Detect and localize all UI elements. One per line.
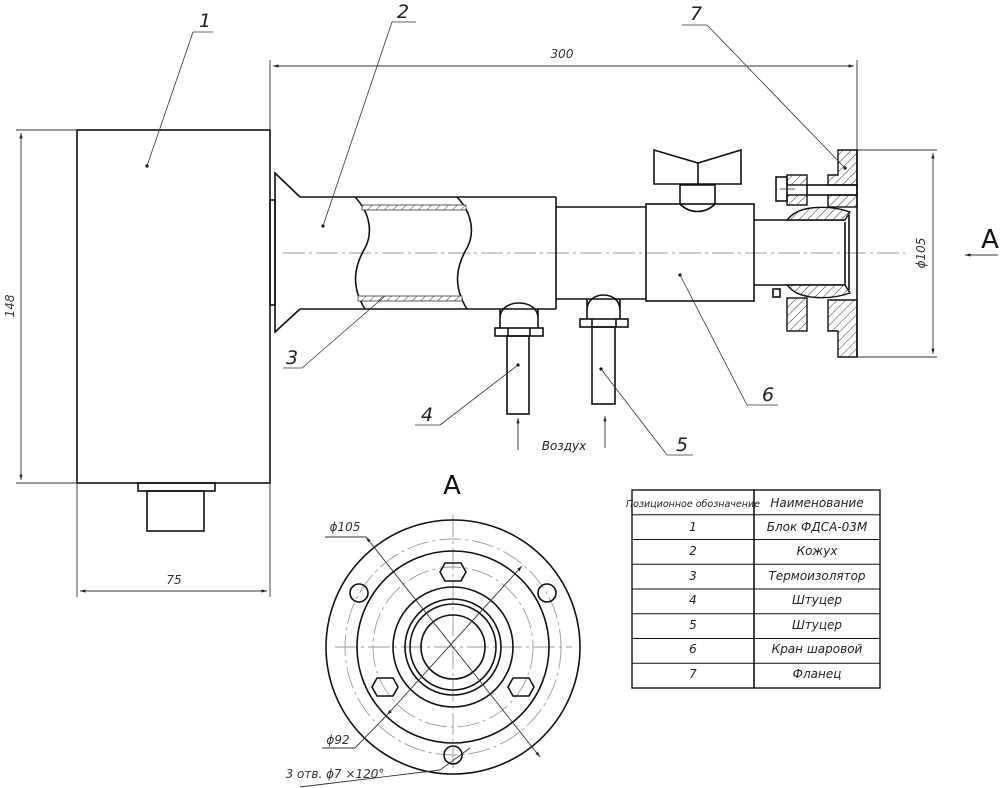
table-cell-pos: 7	[689, 667, 697, 681]
dimension-height-label: 148	[3, 294, 17, 317]
outlet-pipe	[754, 215, 850, 290]
view-a-dim-92: ϕ92	[326, 733, 349, 747]
view-marker-label: A	[981, 225, 999, 255]
table-cell-name: Фланец	[793, 667, 842, 681]
dimension-flange-diameter: ϕ105	[857, 149, 937, 358]
dimension-flange-diameter-label: ϕ105	[914, 238, 928, 269]
callout-3-label: 3	[286, 347, 298, 369]
callout-5: 5	[600, 368, 693, 456]
parts-table: Позиционное обозначение Наименование 1 Б…	[626, 489, 881, 689]
table-cell-name: Кожух	[797, 544, 839, 558]
view-a-dim-105: ϕ105	[330, 520, 361, 534]
table-cell-name: Термоизолятор	[768, 569, 865, 583]
table-row: 5 Штуцер	[689, 618, 842, 632]
table-row: 2 Кожух	[689, 544, 838, 558]
callout-7-label: 7	[690, 3, 702, 25]
view-a: A ϕ105 ϕ92 3 отв. ϕ7 ×120°	[286, 471, 581, 788]
table-cell-name: Штуцер	[792, 618, 842, 632]
casing	[269, 171, 557, 334]
callout-1-label: 1	[199, 10, 211, 32]
table-cell-pos: 4	[689, 593, 697, 607]
callout-1: 1	[146, 10, 213, 167]
table-row: 6 Кран шаровой	[689, 642, 862, 656]
dimension-overall-length: 300	[269, 47, 858, 150]
dimension-overall-length-label: 300	[551, 47, 574, 61]
table-row: 7 Фланец	[689, 667, 841, 681]
callout-6-label: 6	[762, 384, 774, 406]
table-cell-pos: 6	[689, 642, 697, 656]
dimension-height: 148	[3, 129, 77, 484]
table-cell-pos: 5	[689, 618, 697, 632]
table-header-position: Позиционное обозначение	[626, 499, 760, 510]
ball-valve	[645, 148, 755, 302]
table-row: 3 Термоизолятор	[689, 569, 866, 583]
callout-2: 2	[322, 1, 416, 227]
fitting-4	[494, 302, 544, 415]
connector-pipe	[556, 206, 646, 300]
table-cell-name: Блок ФДСА-03М	[767, 520, 868, 534]
table-cell-name: Штуцер	[792, 593, 842, 607]
callout-2-label: 2	[397, 1, 409, 23]
callout-5-label: 5	[676, 434, 688, 456]
table-row: 1 Блок ФДСА-03М	[689, 520, 868, 534]
dimension-block-width: 75	[76, 483, 271, 597]
table-header-name: Наименование	[770, 496, 863, 510]
air-inlet-arrows: Воздух	[516, 416, 607, 453]
callout-3: 3	[283, 295, 386, 369]
table-cell-pos: 1	[689, 520, 697, 534]
table-cell-pos: 3	[689, 569, 697, 583]
table-cell-pos: 2	[689, 544, 697, 558]
callout-4-label: 4	[421, 404, 433, 426]
table-row: 4 Штуцер	[689, 593, 842, 607]
air-label: Воздух	[542, 439, 587, 453]
block-fdsa	[76, 129, 271, 532]
callout-7: 7	[682, 3, 846, 169]
callout-4: 4	[415, 364, 519, 426]
fitting-5	[579, 294, 629, 405]
dimension-block-width-label: 75	[166, 573, 181, 587]
view-marker: A	[965, 225, 999, 257]
callout-6: 6	[679, 274, 778, 406]
table-cell-name: Кран шаровой	[772, 642, 863, 656]
flange	[772, 149, 858, 358]
view-a-title: A	[443, 471, 461, 501]
view-a-holes: 3 отв. ϕ7 ×120°	[286, 767, 385, 781]
